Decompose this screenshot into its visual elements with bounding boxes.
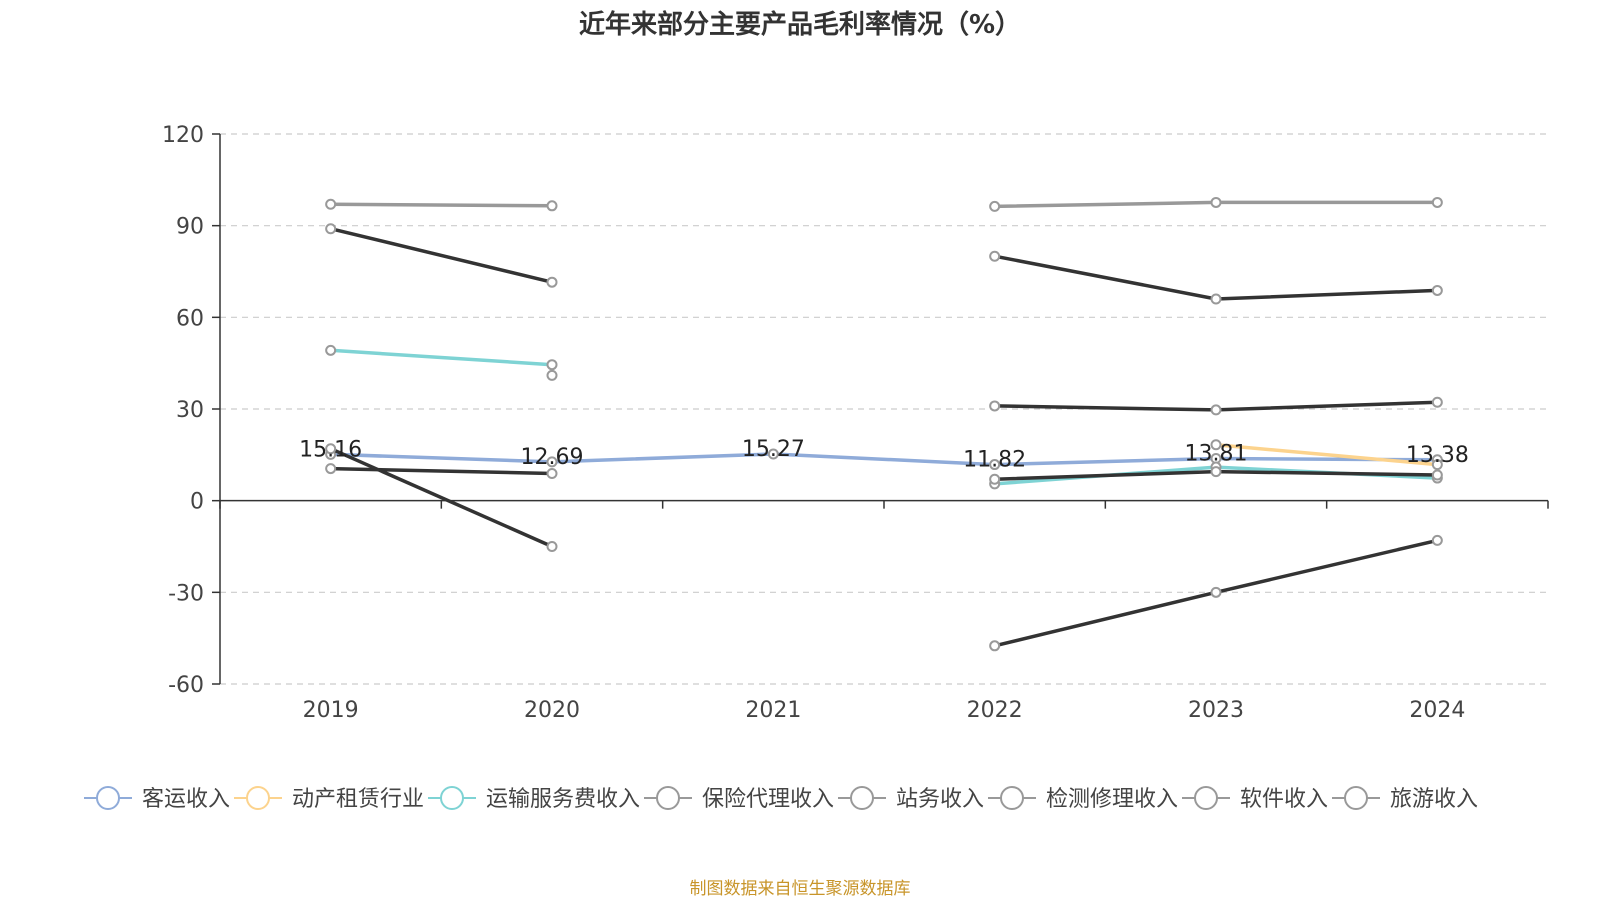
series-4-point-2022	[989, 250, 1001, 262]
data-label-0-2021: 15.27	[742, 437, 805, 462]
legend-item-2: 运输服务费收入	[428, 786, 640, 812]
series-1-point-2023	[1210, 439, 1222, 451]
series-6-point-2022	[989, 640, 1001, 652]
source-note: 制图数据来自恒生聚源数据库	[689, 879, 911, 899]
series-0-line-0	[330, 452, 1438, 467]
series-5-point-2023	[1210, 404, 1222, 416]
data-label-0-2022: 11.82	[963, 448, 1026, 473]
legend-label-2: 运输服务费收入	[486, 787, 640, 812]
legend-item-1: 动产租赁行业	[234, 786, 424, 812]
series-3-point-2023	[1210, 466, 1222, 478]
series-0-point-2020	[546, 456, 558, 468]
series-7-point-2022	[989, 200, 1001, 212]
x-tick-label-2024: 2024	[1409, 698, 1465, 723]
series-1-line-0	[1215, 443, 1438, 467]
series-5-point-2024	[1431, 396, 1443, 408]
legend-label-5: 检测修理收入	[1046, 787, 1178, 812]
series-5-point-2022	[989, 400, 1001, 412]
series-4-line-1	[994, 254, 1438, 301]
series-3-point-2024	[1431, 469, 1443, 481]
x-tick-label-2019: 2019	[303, 698, 359, 723]
y-tick-label-5: -30	[168, 581, 204, 606]
x-tick-label-2022: 2022	[967, 698, 1023, 723]
grid-layer	[220, 133, 1548, 685]
y-tick-label-3: 30	[176, 398, 204, 423]
legend-label-0: 客运收入	[142, 787, 230, 812]
series-2-point-2020	[546, 359, 558, 371]
legend-marker-0	[96, 786, 120, 810]
legend-item-4: 站务收入	[838, 786, 984, 812]
series-7-point-2020	[546, 200, 558, 212]
series-6-point-2024	[1431, 534, 1443, 546]
series-7-point-2023	[1210, 196, 1222, 208]
x-tick-label-2023: 2023	[1188, 698, 1244, 723]
legend-item-0: 客运收入	[84, 786, 230, 812]
axis-layer: 120 90 60 30 0 -30 -60 2019 2020 2021 2022 2023 2024	[162, 123, 1549, 723]
x-tick-label-2020: 2020	[524, 698, 580, 723]
series-2-point-2019	[325, 344, 337, 356]
legend-label-6: 软件收入	[1240, 787, 1328, 812]
series-7-point-2024	[1431, 196, 1443, 208]
series-4-point-2020	[546, 276, 558, 288]
legend-marker-2	[440, 786, 464, 810]
legend-marker-3	[656, 786, 680, 810]
y-tick-label-4: 0	[190, 490, 204, 515]
series-6-line-0	[329, 447, 553, 549]
y-tick-label-2: 60	[176, 306, 204, 331]
y-tick-label-1: 90	[176, 215, 204, 240]
legend-label-7: 旅游收入	[1390, 787, 1478, 812]
series-layer	[325, 196, 1443, 652]
legend-item-3: 保险代理收入	[644, 786, 834, 812]
series-3-point-2019	[325, 463, 337, 475]
data-label-0-2020: 12.69	[521, 445, 584, 470]
legend-marker-6	[1194, 786, 1218, 810]
legend-label-4: 站务收入	[896, 787, 984, 812]
series-3-point-2022	[989, 473, 1001, 485]
legend-label-3: 保险代理收入	[702, 787, 834, 812]
series-7-point-2019	[325, 198, 337, 210]
label-layer: 15.16 12.69 15.27 11.82 13.81 13.38	[299, 437, 1469, 473]
y-tick-label-0: 120	[162, 123, 204, 148]
legend-marker-1	[246, 786, 270, 810]
series-7-line-0	[330, 202, 553, 208]
legend-item-6: 软件收入	[1182, 786, 1328, 812]
series-4-point-2024	[1431, 284, 1443, 296]
series-3-line-0	[330, 466, 553, 476]
series-6-point-2019	[325, 443, 337, 455]
series-4-line-0	[330, 226, 553, 284]
data-label-0-2023: 13.81	[1185, 441, 1248, 466]
legend-marker-7	[1344, 786, 1368, 810]
series-0-point-2022	[989, 459, 1001, 471]
legend-label-1: 动产租赁行业	[292, 787, 424, 812]
series-0-point-2021	[767, 448, 779, 460]
data-label-0-2019: 15.16	[299, 437, 362, 462]
series-4-point-2019	[325, 223, 337, 235]
chart-title: 近年来部分主要产品毛利率情况（%）	[578, 10, 1022, 40]
legend-item-5: 检测修理收入	[988, 786, 1178, 812]
legend-marker-5	[1000, 786, 1024, 810]
legend-item-7: 旅游收入	[1332, 786, 1478, 812]
series-2-line-0	[330, 348, 553, 367]
series-3-point-2020	[546, 467, 558, 479]
series-1-point-2024	[1431, 459, 1443, 471]
data-label-0-2024: 13.38	[1406, 443, 1469, 468]
series-6-point-2020	[546, 541, 558, 552]
series-8-point-2020	[546, 369, 558, 381]
series-4-point-2023	[1210, 293, 1222, 305]
y-tick-label-6: -60	[168, 673, 204, 698]
x-tick-label-2021: 2021	[745, 698, 801, 723]
series-6-point-2023	[1210, 586, 1222, 598]
legend-layer: 客运收入 动产租赁行业 运输服务费收入 保险代理收入 站务收入 检测修理收入 软件收入 旅游收…	[84, 786, 1478, 812]
legend-marker-4	[850, 786, 874, 810]
